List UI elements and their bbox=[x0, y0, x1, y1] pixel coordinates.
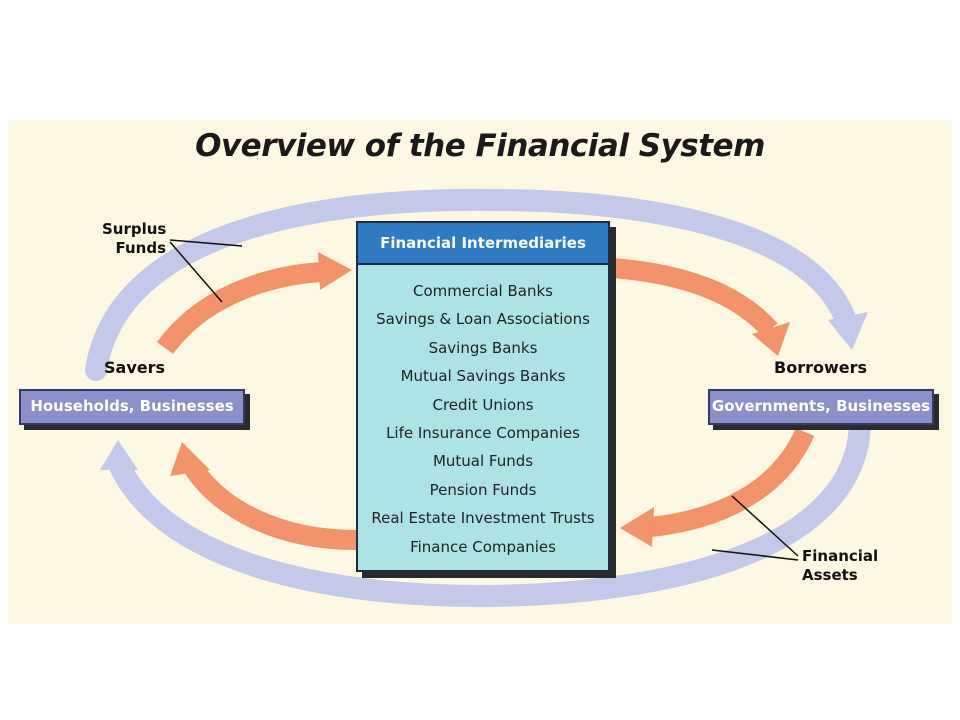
diagram-title: Overview of the Financial System bbox=[195, 128, 765, 164]
list-item: Credit Unions bbox=[432, 395, 534, 414]
intermediaries-header: Financial Intermediaries bbox=[356, 221, 610, 265]
list-item: Savings & Loan Associations bbox=[376, 310, 590, 329]
inner-arrow-fi-to-borrowers bbox=[611, 258, 778, 337]
callout-surplus-line1: Surplus bbox=[102, 220, 167, 238]
callout-surplus-funds: Surplus Funds bbox=[102, 220, 166, 258]
callout-financial-assets: Financial Assets bbox=[802, 547, 878, 585]
inner-arrow-savers-to-fi bbox=[156, 262, 323, 355]
savers-label: Savers bbox=[104, 358, 166, 377]
inner-arrow-fi-to-savers-head bbox=[170, 442, 210, 476]
inner-arrow-fi-to-savers bbox=[183, 460, 357, 550]
inner-arrow-fi-to-borrowers-head bbox=[752, 322, 790, 356]
list-item: Savings Banks bbox=[428, 338, 538, 357]
callout-assets-line1: Financial bbox=[802, 547, 879, 565]
outer-arrow-top-head bbox=[828, 312, 868, 350]
outer-arrow-top bbox=[85, 188, 856, 381]
list-item: Pension Funds bbox=[429, 480, 537, 499]
outer-arrow-bottom bbox=[107, 409, 871, 608]
borrowers-label: Borrowers bbox=[774, 358, 868, 377]
callout-line-surplus-1 bbox=[169, 239, 243, 247]
savers-box: Households, Businesses bbox=[19, 389, 245, 425]
inner-arrow-borrowers-to-fi bbox=[648, 427, 815, 537]
outer-arrow-bottom-head bbox=[100, 440, 138, 470]
borrowers-box: Governments, Businesses bbox=[708, 389, 934, 425]
inner-arrow-savers-to-fi-head bbox=[318, 252, 352, 290]
callout-line-assets-1 bbox=[731, 495, 799, 557]
list-item: Mutual Savings Banks bbox=[400, 367, 566, 386]
inner-arrow-borrowers-to-fi-head bbox=[620, 507, 654, 547]
list-item: Mutual Funds bbox=[432, 452, 534, 471]
list-item: Finance Companies bbox=[410, 537, 556, 556]
intermediaries-list: Commercial Banks Savings & Loan Associat… bbox=[356, 265, 610, 572]
list-item: Real Estate Investment Trusts bbox=[371, 509, 595, 528]
callout-surplus-line2: Funds bbox=[115, 239, 166, 257]
callout-line-surplus-2 bbox=[169, 241, 223, 303]
list-item: Commercial Banks bbox=[413, 282, 553, 300]
callout-line-assets-2 bbox=[711, 549, 799, 561]
list-item: Life Insurance Companies bbox=[386, 423, 580, 442]
callout-assets-line2: Assets bbox=[802, 566, 858, 584]
